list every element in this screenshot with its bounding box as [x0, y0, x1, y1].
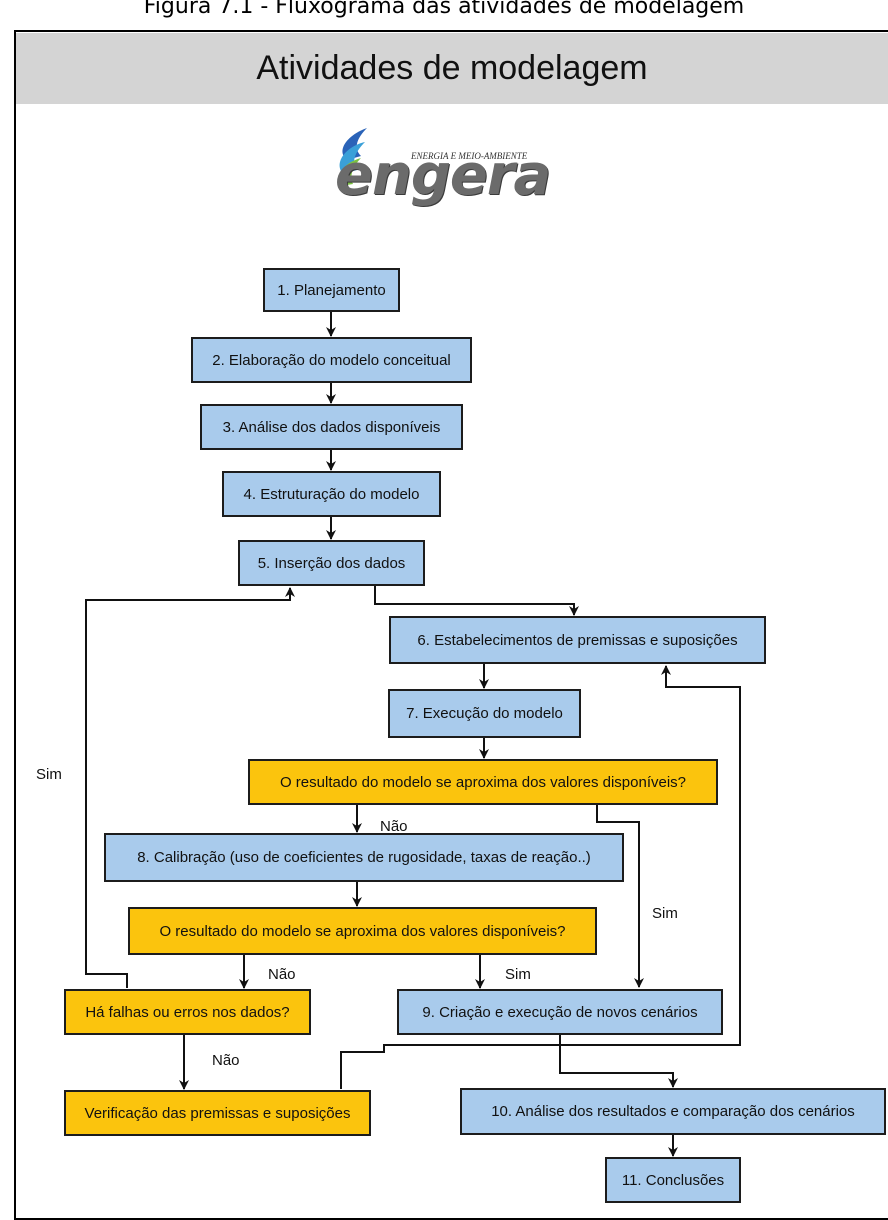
step-2-modelo-conceitual: 2. Elaboração do modelo conceitual [191, 337, 472, 383]
step-7-execucao: 7. Execução do modelo [388, 689, 581, 738]
step-11-conclusoes: 11. Conclusões [605, 1157, 741, 1203]
engera-logo: ENERGIA E MEIO-AMBIENTE engera [327, 118, 551, 204]
decision-1-resultado: O resultado do modelo se aproxima dos va… [248, 759, 718, 805]
step-10-analise-resultados: 10. Análise dos resultados e comparação … [460, 1088, 886, 1135]
step-6-premissas: 6. Estabelecimentos de premissas e supos… [389, 616, 766, 664]
step-4-estruturacao: 4. Estruturação do modelo [222, 471, 441, 517]
wave-icon [338, 128, 367, 186]
step-5-insercao-dados: 5. Inserção dos dados [238, 540, 425, 586]
decision-2-resultado: O resultado do modelo se aproxima dos va… [128, 907, 597, 955]
diagram-title: Atividades de modelagem [16, 33, 888, 104]
step-1-planejamento: 1. Planejamento [263, 268, 400, 312]
decision-3-falhas: Há falhas ou erros nos dados? [64, 989, 311, 1035]
edge-label-nao: Não [212, 1052, 240, 1069]
step-verificacao-premissas: Verificação das premissas e suposições [64, 1090, 371, 1136]
edge-label-sim: Sim [505, 966, 531, 983]
edge-label-sim: Sim [652, 905, 678, 922]
step-9-novos-cenarios: 9. Criação e execução de novos cenários [397, 989, 723, 1035]
logo-wordmark: engera [335, 143, 551, 208]
step-8-calibracao: 8. Calibração (uso de coeficientes de ru… [104, 833, 624, 882]
logo-tagline: ENERGIA E MEIO-AMBIENTE [411, 151, 528, 161]
step-3-analise-dados: 3. Análise dos dados disponíveis [200, 404, 463, 450]
figure-caption: Figura 7.1 - Fluxograma das atividades d… [143, 0, 745, 19]
edge-label-sim: Sim [36, 766, 62, 783]
edge-label-nao: Não [268, 966, 296, 983]
edge-label-nao: Não [380, 818, 408, 835]
